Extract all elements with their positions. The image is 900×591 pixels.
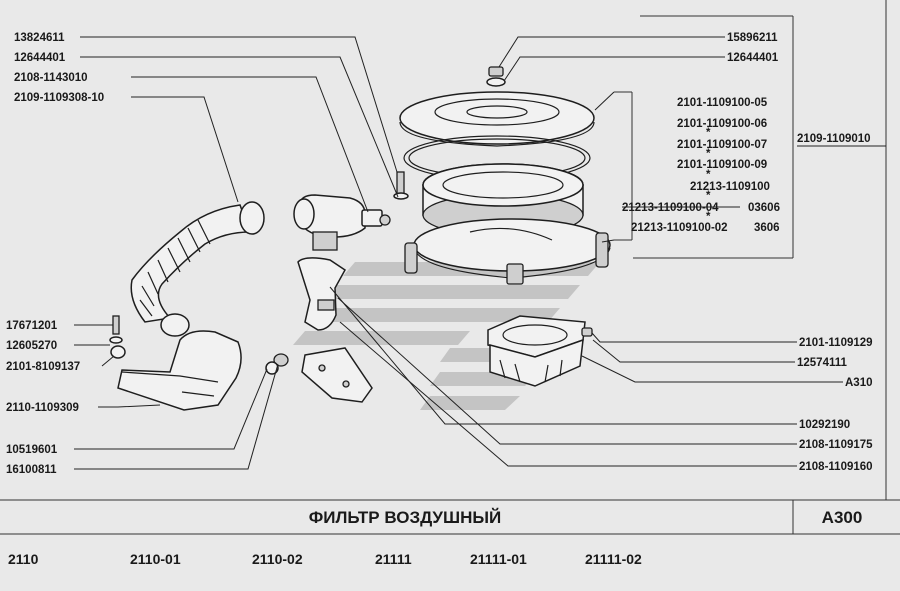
page-title: ФИЛЬТР ВОЗДУШНЫЙ xyxy=(309,508,501,527)
label-10519601: 10519601 xyxy=(6,444,58,456)
label-2101-1109100-09: 2101-1109100-09 xyxy=(677,159,767,171)
variant-marker: * xyxy=(706,211,711,223)
model-item: 2110-02 xyxy=(252,551,303,567)
label-2110-1109309: 2110-1109309 xyxy=(6,402,79,414)
label-2109-1109010: 2109-1109010 xyxy=(797,133,871,145)
label-21213-1109100-02: 21213-1109100-02 xyxy=(631,222,728,234)
frame-lines xyxy=(614,0,887,500)
label-12574111: 12574111 xyxy=(797,357,848,369)
label-2101-1109100-07: 2101-1109100-07 xyxy=(677,139,767,151)
label-12605270: 12605270 xyxy=(6,340,57,352)
title-bar: ФИЛЬТР ВОЗДУШНЫЙ A300 xyxy=(0,499,900,535)
model-list: 2110 2110-01 2110-02 21111 21111-01 2111… xyxy=(8,551,642,567)
leader-lines xyxy=(74,36,843,470)
variant-marker: * xyxy=(706,169,711,181)
parts-drawing xyxy=(109,66,611,411)
label-03606: 03606 xyxy=(748,202,780,214)
label-16100811: 16100811 xyxy=(6,464,57,476)
model-item: 21111-02 xyxy=(585,551,642,567)
label-2108-1143010: 2108-1143010 xyxy=(14,72,88,84)
left-labels: 13824611 12644401 2108-1143010 2109-1109… xyxy=(6,32,104,476)
model-item: 2110-01 xyxy=(130,551,181,567)
label-21213-1109100: 21213-1109100 xyxy=(690,181,770,193)
model-item: 21111-01 xyxy=(470,551,527,567)
label-12644401-left: 12644401 xyxy=(14,52,66,64)
label-3606: 3606 xyxy=(754,222,780,234)
label-A310: A310 xyxy=(845,377,873,389)
label-13824611: 13824611 xyxy=(14,32,65,44)
label-2108-1109160: 2108-1109160 xyxy=(799,461,873,473)
label-21213-1109100-04: 21213-1109100-04 xyxy=(622,202,719,214)
page-code: A300 xyxy=(822,508,863,527)
label-10292190: 10292190 xyxy=(799,419,850,431)
label-2108-1109175: 2108-1109175 xyxy=(799,439,873,451)
label-2109-1109308-10: 2109-1109308-10 xyxy=(14,92,104,104)
label-12644401-right: 12644401 xyxy=(727,52,779,64)
variant-marker: * xyxy=(706,127,711,139)
label-2101-1109100-06: 2101-1109100-06 xyxy=(677,118,767,130)
model-item: 21111 xyxy=(375,551,412,567)
label-15896211: 15896211 xyxy=(727,32,778,44)
variant-marker: * xyxy=(706,148,711,160)
label-2101-1109129: 2101-1109129 xyxy=(799,337,873,349)
right-labels: 15896211 12644401 2101-1109100-05 2101-1… xyxy=(622,32,886,473)
label-17671201: 17671201 xyxy=(6,320,58,332)
model-item: 2110 xyxy=(8,551,39,567)
variant-marker: * xyxy=(706,190,711,202)
label-2101-1109100-05: 2101-1109100-05 xyxy=(677,97,768,109)
label-2101-8109137: 2101-8109137 xyxy=(6,361,80,373)
